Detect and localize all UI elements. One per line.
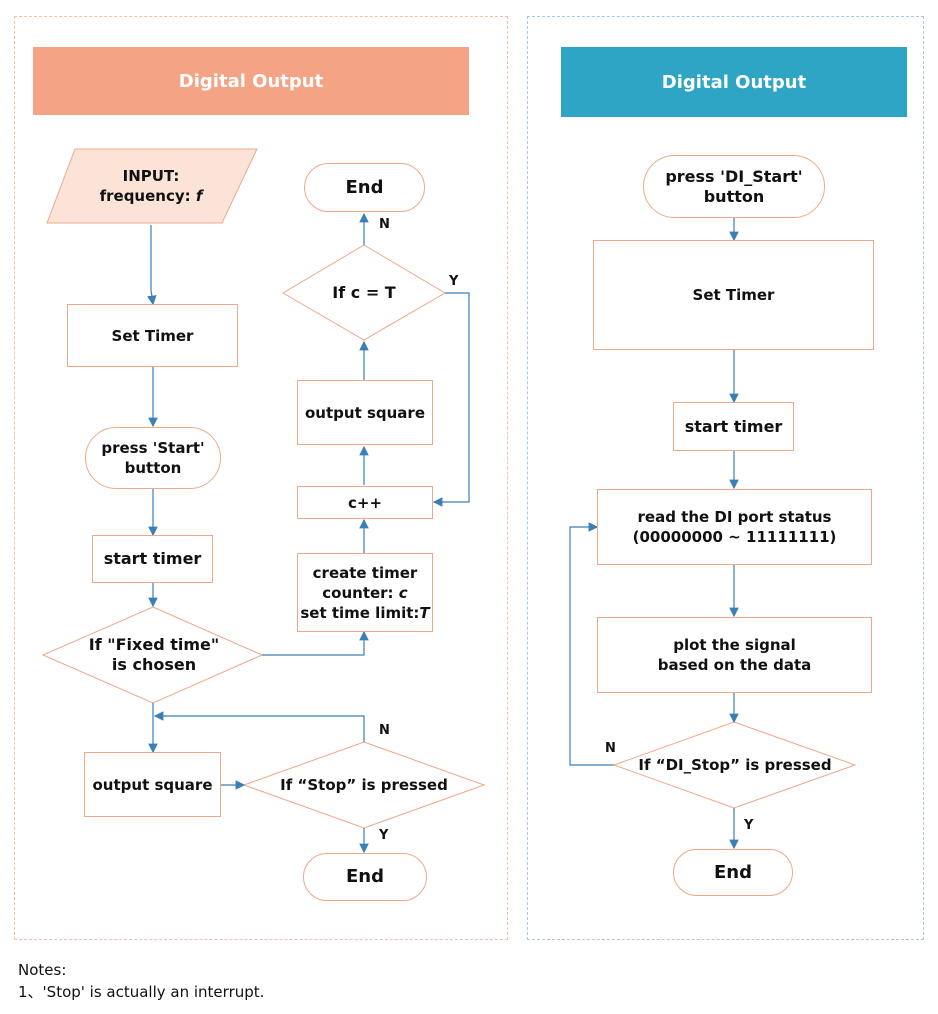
output-square-box-2: output square — [297, 380, 433, 445]
left-flowchart-panel — [14, 16, 508, 940]
read-di-port-box: read the DI port status (00000000 ~ 1111… — [597, 489, 872, 565]
connector — [262, 630, 369, 656]
di-stop-decision: If “DI_Stop” is pressed — [638, 756, 832, 774]
set-timer-box: Set Timer — [67, 304, 238, 367]
plot-signal-box: plot the signal based on the data — [597, 617, 872, 693]
label-y-right: Y — [744, 818, 754, 833]
press-start-terminal: press 'Start' button — [85, 427, 221, 489]
fixed-time-decision: If "Fixed time" is chosen — [88, 635, 220, 674]
notes-title: Notes: — [18, 961, 67, 979]
set-limit-label: set time limit: — [300, 603, 420, 622]
notes-section: Notes: 1、'Stop' is actually an interrupt… — [18, 959, 264, 1003]
label-n-stop: N — [379, 723, 390, 738]
set-timer-box-right: Set Timer — [593, 240, 874, 350]
notes-line-1: 1、'Stop' is actually an interrupt. — [18, 983, 265, 1001]
press-di-start-terminal: press 'DI_Start' button — [643, 155, 825, 218]
c-equals-t-diamond — [282, 244, 446, 341]
output-square-box: output square — [84, 752, 221, 817]
connector — [147, 225, 157, 306]
input-variable: f — [195, 187, 203, 205]
left-panel-title: Digital Output — [33, 47, 469, 115]
label-n-top: N — [379, 217, 390, 232]
input-label: INPUT: frequency: — [99, 167, 191, 205]
c-equals-t-decision: If c = T — [332, 283, 396, 302]
start-timer-box: start timer — [92, 535, 213, 583]
right-flowchart-panel — [527, 16, 924, 940]
input-frequency: INPUT: frequency: f — [60, 149, 242, 223]
stop-decision: If “Stop” is pressed — [280, 776, 448, 794]
start-timer-box-right: start timer — [673, 402, 794, 451]
end-terminal-right: End — [673, 849, 793, 896]
connector — [153, 711, 365, 742]
connector — [569, 522, 614, 766]
right-panel-title: Digital Output — [561, 47, 907, 117]
counter-variable: c — [398, 583, 408, 602]
end-terminal-bottom: End — [303, 853, 427, 901]
connector — [432, 292, 470, 507]
label-y-top: Y — [449, 274, 459, 289]
input-parallelogram — [46, 148, 258, 224]
label-n-right: N — [605, 741, 616, 756]
label-y-stop: Y — [379, 828, 389, 843]
end-terminal-top: End — [304, 163, 425, 212]
limit-variable: T — [419, 603, 430, 622]
create-timer-label: create timer counter: — [312, 563, 418, 602]
counter-increment-box: c++ — [297, 486, 433, 519]
